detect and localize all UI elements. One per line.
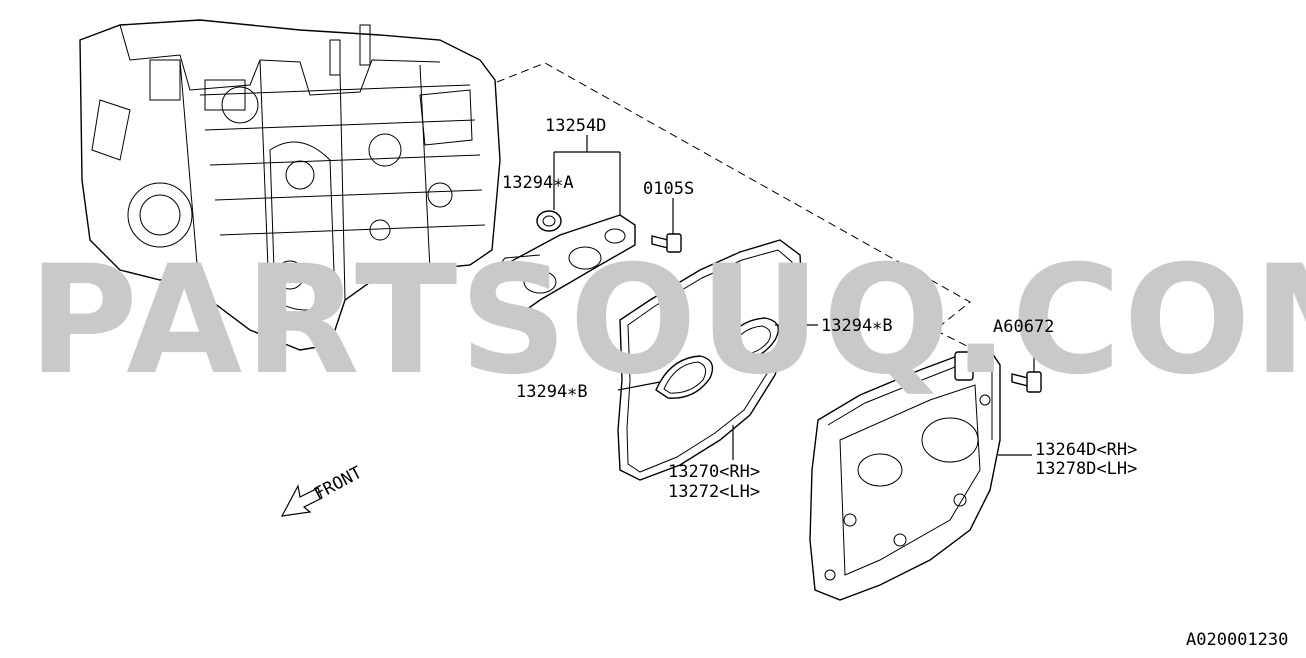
valve-cover-gasket-illustration bbox=[617, 239, 803, 481]
callout-13294b-lower[interactable]: 13294∗B bbox=[516, 382, 588, 402]
front-direction-indicator: FRONT bbox=[280, 463, 366, 517]
callout-13270-rh[interactable]: 13270<RH> bbox=[668, 462, 760, 482]
front-label: FRONT bbox=[311, 463, 366, 505]
seal-ring-a bbox=[536, 210, 562, 232]
callout-13264d-rh[interactable]: 13264D<RH> bbox=[1035, 440, 1137, 460]
callout-0105s[interactable]: 0105S bbox=[643, 179, 694, 199]
watermark-text: PARTSOUQ.COM bbox=[28, 234, 1306, 408]
callout-a60672[interactable]: A60672 bbox=[993, 317, 1054, 337]
front-arrow-icon bbox=[280, 484, 323, 517]
plug-seal-b-lower bbox=[655, 355, 714, 399]
callout-13294a[interactable]: 13294∗A bbox=[502, 173, 574, 193]
callout-13294b-upper[interactable]: 13294∗B bbox=[821, 316, 893, 336]
diagram-code: A020001230 bbox=[1186, 630, 1288, 650]
bolt-a60672 bbox=[1011, 371, 1042, 393]
callout-13272-lh[interactable]: 13272<LH> bbox=[668, 482, 760, 502]
bolt-0105s bbox=[651, 233, 682, 253]
valve-cover-illustration bbox=[809, 349, 1001, 601]
callout-13278d-lh[interactable]: 13278D<LH> bbox=[1035, 459, 1137, 479]
assembly-dashed-line bbox=[496, 62, 976, 351]
exhaust-gasket-illustration bbox=[489, 214, 636, 326]
leader-lines bbox=[553, 135, 1035, 460]
engine-block-illustration bbox=[79, 19, 501, 351]
plug-seal-b-upper bbox=[721, 317, 779, 361]
callout-13254d[interactable]: 13254D bbox=[545, 116, 606, 136]
